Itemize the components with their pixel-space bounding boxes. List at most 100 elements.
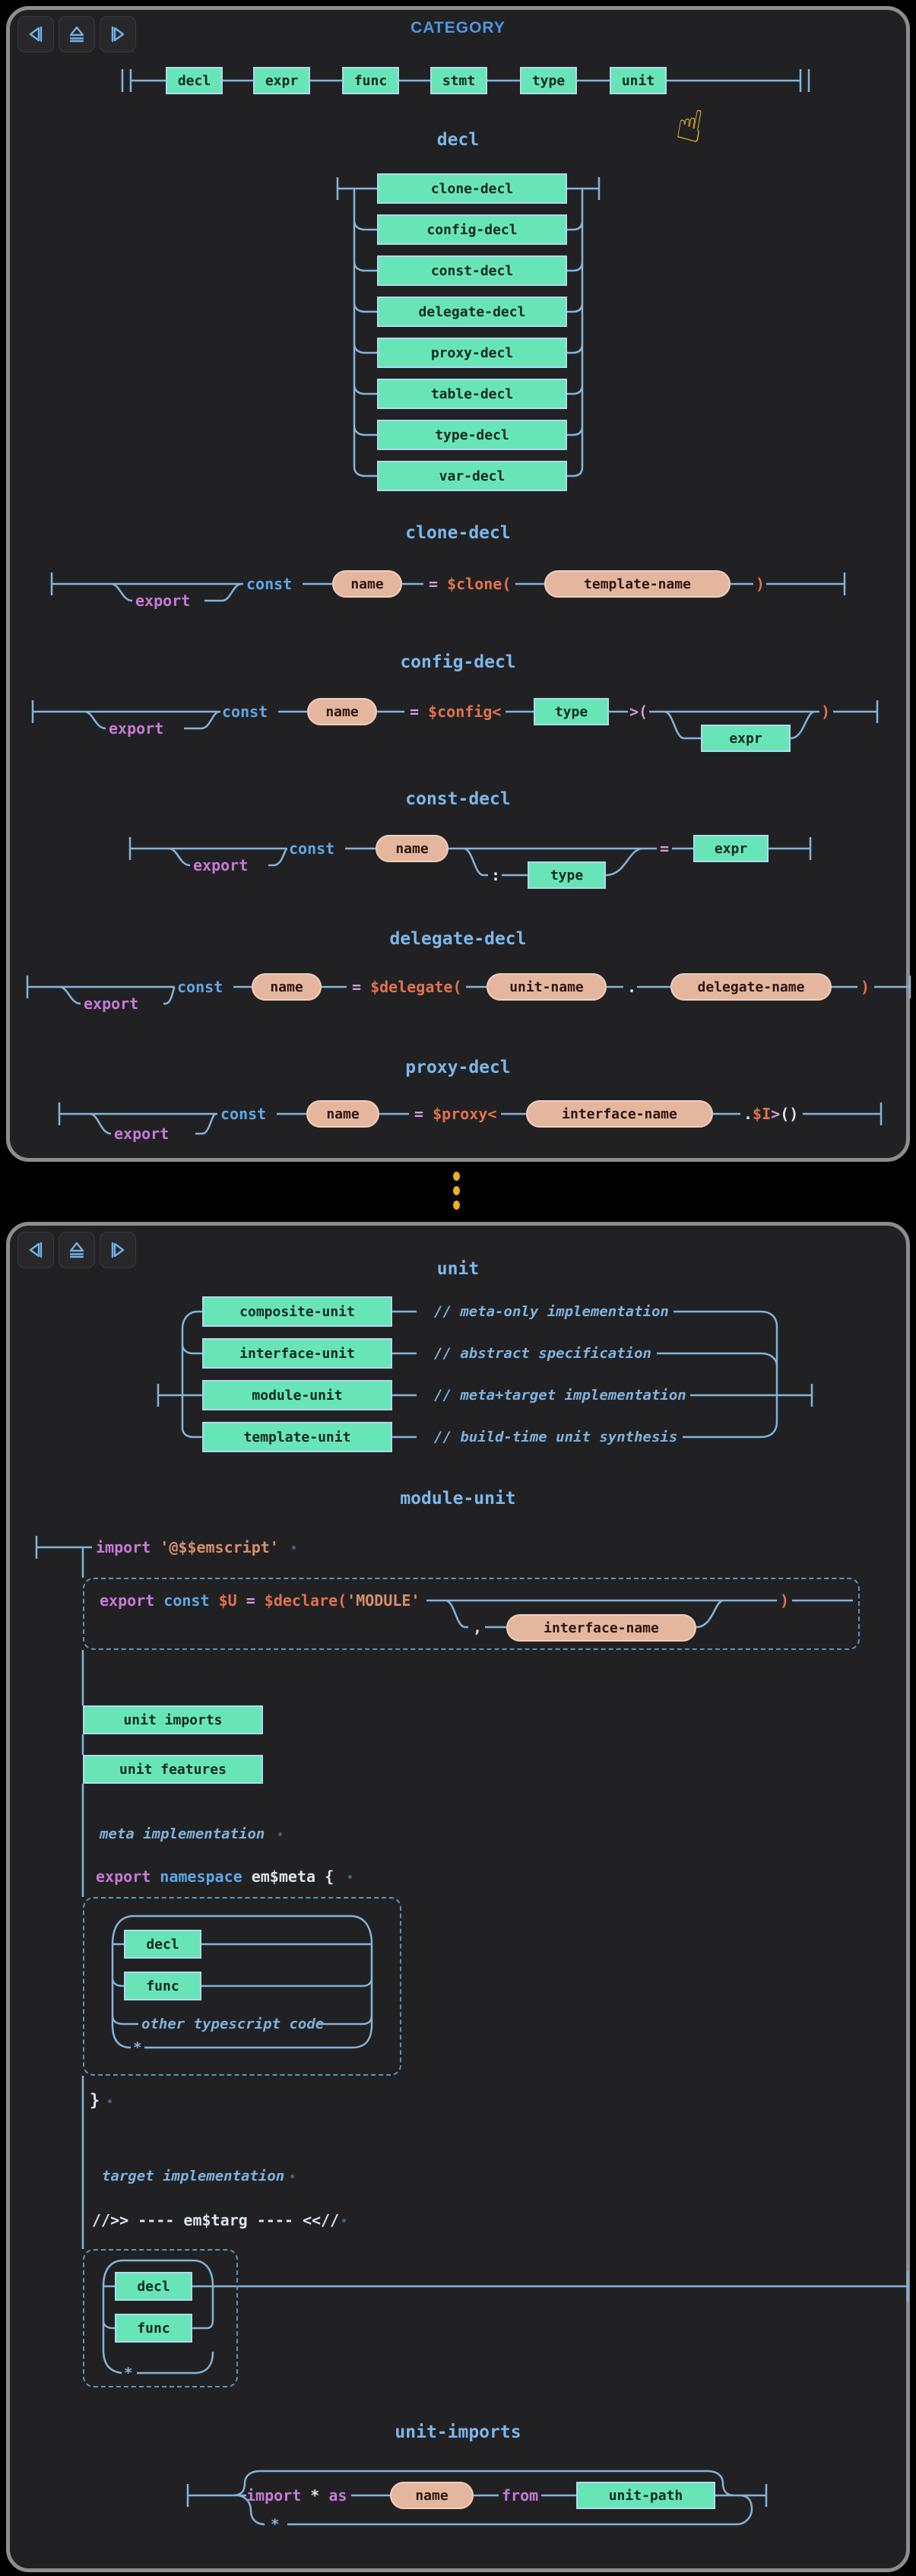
unit-imports-diagram: import * as name from unit-path * <box>20 2462 916 2549</box>
keyword-from: from <box>502 2486 539 2505</box>
section-title-decl: decl <box>436 130 480 150</box>
nonterminal-unit-imports[interactable]: unit imports <box>83 1705 263 1734</box>
nonterminal-type[interactable]: type <box>528 861 606 889</box>
prev-section-button[interactable] <box>17 16 54 52</box>
meta-loop-decl[interactable]: decl <box>124 1930 201 1959</box>
next-icon <box>111 1242 125 1258</box>
decl-option-var[interactable]: var-decl <box>377 461 567 491</box>
clone-call: $clone( <box>447 575 512 593</box>
category-box-decl[interactable]: decl <box>166 67 223 94</box>
section-title-unit: unit <box>436 1259 480 1279</box>
decl-option-proxy[interactable]: proxy-decl <box>377 338 567 368</box>
close-brace: } <box>90 2091 100 2111</box>
close-paren: ) <box>780 1591 790 1610</box>
delegate-call: $delegate( <box>370 978 462 996</box>
comment-module: // meta+target implementation <box>434 1387 686 1404</box>
meta-loop-func[interactable]: func <box>124 1972 201 2000</box>
unit-variable: $U <box>218 1591 237 1610</box>
eject-icon <box>69 1242 84 1258</box>
keyword-const: const <box>177 978 223 996</box>
clone-decl-diagram: export const name = $clone( template-nam… <box>20 563 916 623</box>
nonterminal-unit-path[interactable]: unit-path <box>576 2482 715 2509</box>
decl-option-table[interactable]: table-decl <box>377 379 567 409</box>
equals-operator: = <box>429 575 439 593</box>
keyword-export: export <box>114 1125 170 1143</box>
import-emscript-line: import '@$$emscript' <box>96 1538 279 1556</box>
declare-call: $declare( <box>264 1591 347 1610</box>
keyword-export: export <box>109 719 164 738</box>
category-box-func[interactable]: func <box>342 67 399 94</box>
namespace-name: em$meta <box>251 1867 316 1886</box>
clone-call-tokens: = $clone( <box>429 575 511 593</box>
config-decl-rails <box>31 700 879 740</box>
keyword-as: as <box>328 2486 347 2505</box>
nonterminal-expr[interactable]: expr <box>693 835 769 862</box>
keyword-import: import <box>246 2486 302 2505</box>
targ-loop-decl[interactable]: decl <box>115 2272 192 2301</box>
category-rails <box>121 69 810 92</box>
proxy-suffix-tokens: .$I>() <box>743 1105 798 1123</box>
decl-option-delegate[interactable]: delegate-decl <box>377 297 567 327</box>
page-title: CATEGORY <box>410 19 506 36</box>
unit-option-composite[interactable]: composite-unit <box>202 1296 392 1327</box>
separator-dot <box>453 1186 460 1195</box>
comma-operator: , <box>473 1618 483 1636</box>
nonterminal-type[interactable]: type <box>534 698 609 725</box>
nonterminal-expr[interactable]: expr <box>701 725 791 752</box>
delegate-decl-diagram: export const name = $delegate( unit-name… <box>20 967 916 1028</box>
category-box-stmt[interactable]: stmt <box>430 67 487 94</box>
namespace-open-line: export namespace em$meta { <box>96 1867 334 1886</box>
unit-option-template[interactable]: template-unit <box>202 1422 392 1452</box>
import-star-as-tokens: import * as <box>246 2486 347 2505</box>
decl-option-config[interactable]: config-decl <box>377 214 567 245</box>
terminal-name: name <box>332 570 402 598</box>
keyword-export: export <box>100 1591 155 1610</box>
section-title-delegate-decl: delegate-decl <box>389 929 527 949</box>
terminal-unit-name: unit-name <box>487 973 607 1001</box>
decl-option-type[interactable]: type-decl <box>377 420 567 450</box>
keyword-const: const <box>246 575 293 593</box>
targ-loop-func[interactable]: func <box>115 2314 192 2343</box>
decl-option-const[interactable]: const-decl <box>377 255 567 286</box>
module-unit-rails <box>35 1536 909 2375</box>
config-call: $config< <box>428 703 502 721</box>
next-section-button[interactable] <box>100 1232 136 1268</box>
decl-option-clone[interactable]: clone-decl <box>377 173 567 204</box>
terminal-interface-name: interface-name <box>526 1100 713 1128</box>
prev-section-button[interactable] <box>17 1232 54 1268</box>
category-diagram: decl expr func stmt type unit <box>20 61 916 106</box>
delegate-decl-rails <box>26 976 911 1005</box>
declare-group-box <box>83 1578 860 1650</box>
keyword-const: const <box>222 703 268 721</box>
equals-operator: = <box>352 978 362 996</box>
category-box-type[interactable]: type <box>520 67 577 94</box>
colon-operator: : <box>491 866 501 884</box>
module-string: 'MODULE' <box>347 1591 420 1610</box>
declare-line: export const $U = $declare('MODULE' <box>100 1591 420 1610</box>
keyword-namespace: namespace <box>160 1867 242 1886</box>
terminal-delegate-name: delegate-name <box>670 973 832 1001</box>
section-title-config-decl: config-decl <box>400 652 516 672</box>
equals-operator: = <box>410 703 420 721</box>
close-paren: ) <box>861 978 870 996</box>
unit-card: unit composite-unit interface-unit modul… <box>6 1222 910 2572</box>
category-box-expr[interactable]: expr <box>253 67 310 94</box>
module-unit-diagram: import '@$$emscript' export const $U = $… <box>20 1531 916 2403</box>
unit-diagram: composite-unit interface-unit module-uni… <box>20 1290 916 1465</box>
next-section-button[interactable] <box>100 16 136 52</box>
unit-option-module[interactable]: module-unit <box>202 1380 392 1410</box>
repeat-star: * <box>133 2039 142 2056</box>
unit-option-interface[interactable]: interface-unit <box>202 1338 392 1369</box>
index-button[interactable] <box>59 16 95 52</box>
keyword-export: export <box>96 1867 151 1886</box>
prev-icon <box>29 26 43 43</box>
category-box-unit[interactable]: unit <box>610 67 667 94</box>
section-title-clone-decl: clone-decl <box>405 523 511 543</box>
close-paren: ) <box>821 703 831 721</box>
keyword-const: const <box>163 1591 210 1610</box>
delegate-call-tokens: = $delegate( <box>352 978 462 996</box>
nonterminal-unit-features[interactable]: unit features <box>83 1755 263 1784</box>
index-button[interactable] <box>59 1232 95 1268</box>
section-title-const-decl: const-decl <box>405 789 511 809</box>
terminal-name: name <box>307 698 377 725</box>
